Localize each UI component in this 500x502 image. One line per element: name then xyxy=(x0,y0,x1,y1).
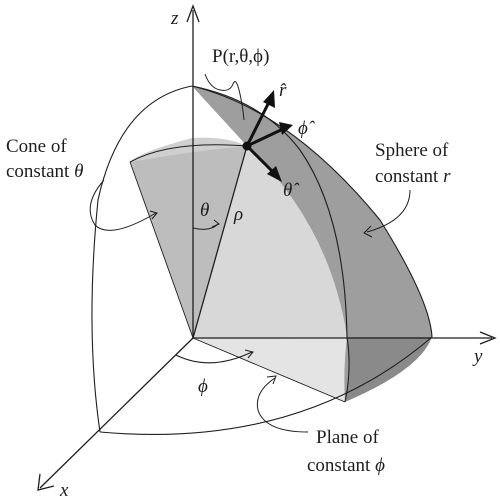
octant-arc-xy xyxy=(99,336,433,436)
point-p-label: P(r,θ,ϕ) xyxy=(212,46,269,67)
z-axis-label: z xyxy=(170,8,179,29)
sphere-label-leader xyxy=(366,189,411,233)
phi-angle-label: ϕ xyxy=(198,376,208,397)
theta-hat-arrowhead xyxy=(267,166,282,182)
phi-hat-arrowhead xyxy=(279,122,293,135)
cone-leader-arrowhead xyxy=(149,210,158,220)
x-axis-label: x xyxy=(59,480,69,501)
z-axis-arrowhead xyxy=(186,4,200,23)
theta-angle-arc-tip xyxy=(211,219,220,228)
plane-label-leader xyxy=(256,377,309,433)
y-axis-label: y xyxy=(472,346,483,367)
cone-rim-arc xyxy=(129,144,248,163)
plane-constant-phi-region xyxy=(193,146,347,338)
phi-angle-arc xyxy=(175,351,253,364)
x-axis-arrowhead xyxy=(37,473,55,491)
x-axis-line xyxy=(39,337,194,489)
phi-angle-arc-tip xyxy=(244,349,254,359)
theta-angle-label: θ xyxy=(200,200,209,221)
r-hat-arrowhead xyxy=(263,90,275,108)
cone-label-line2: constant θ xyxy=(6,161,83,182)
r-hat-label: r̂ xyxy=(279,80,287,101)
meridian-arc xyxy=(191,85,350,403)
cone-top-rim xyxy=(130,137,247,162)
theta-hat-vector xyxy=(245,144,276,175)
sphere-label-line1: Sphere of xyxy=(375,140,449,161)
r-hat-vector xyxy=(245,99,272,147)
plane-constant-phi-light-region xyxy=(193,337,350,402)
phi-hat-vector xyxy=(246,127,284,148)
cone-edge-line xyxy=(129,161,194,339)
plane-bottom-edge xyxy=(192,337,346,403)
sphere-leader-arrowhead xyxy=(363,225,373,238)
plane-label-symbol: ϕ xyxy=(375,455,385,476)
sphere-label-line2: constant r xyxy=(375,166,451,187)
point-label-leader xyxy=(204,73,245,121)
cone-label-line1: Cone of xyxy=(6,136,67,157)
sphere-outer-region xyxy=(192,86,432,337)
octant-arc-xz xyxy=(91,85,193,433)
plane-label-text: constant xyxy=(307,455,375,476)
radius-label: ρ xyxy=(233,204,243,225)
cone-label-leader xyxy=(89,179,157,231)
cone-label-text: constant xyxy=(6,161,74,182)
sphere-label-text: constant xyxy=(375,166,443,187)
cone-label-symbol: θ xyxy=(74,161,83,182)
sphere-constant-r-region xyxy=(192,86,350,402)
cone-constant-theta-region xyxy=(130,144,247,338)
plane-label-line2: constant ϕ xyxy=(307,455,385,476)
octant-arc-yz xyxy=(191,85,433,338)
radius-line xyxy=(192,145,248,339)
sphere-label-symbol: r xyxy=(443,166,451,187)
y-axis-arrowhead xyxy=(479,331,497,345)
plane-leader-arrowhead xyxy=(266,375,277,385)
plane-label-line1: Plane of xyxy=(316,427,379,448)
